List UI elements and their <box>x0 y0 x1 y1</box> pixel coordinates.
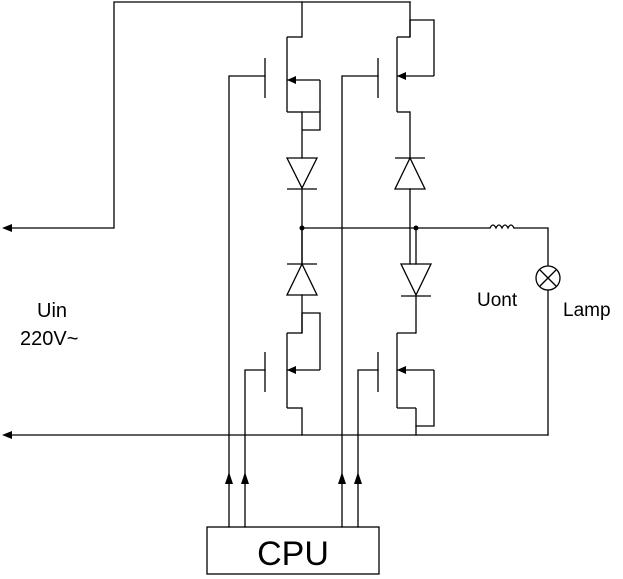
bottom-return-wire <box>2 431 549 439</box>
midpoint-bus <box>299 225 491 231</box>
lower-right-switch <box>357 332 435 528</box>
lamp-label: Lamp <box>563 300 611 321</box>
lower-right-diode <box>399 227 433 334</box>
upper-left-switch <box>228 1 321 528</box>
upper-right-diode <box>393 156 427 265</box>
output-label: Uont <box>477 290 518 311</box>
cpu-label: CPU <box>257 535 329 573</box>
top-input-wire <box>2 1 411 232</box>
cpu-block: CPU <box>206 526 380 575</box>
output-inductor <box>489 224 549 266</box>
input-voltage-label: 220V~ <box>20 328 78 350</box>
control-arrows <box>225 472 362 484</box>
lower-left-switch <box>244 312 321 528</box>
upper-right-switch <box>341 1 435 528</box>
input-label: Uin <box>37 300 67 322</box>
lamp-symbol <box>535 265 561 436</box>
